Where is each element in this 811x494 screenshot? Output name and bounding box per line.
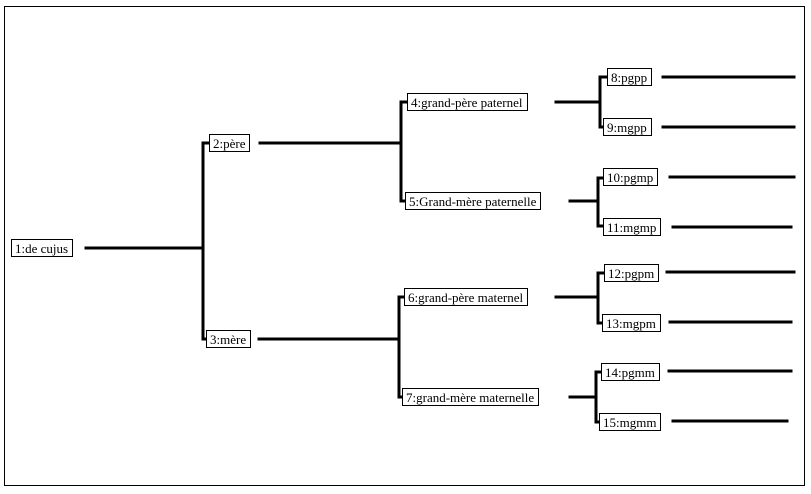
person-box-3: 3:mère bbox=[206, 330, 252, 348]
person-box-14: 14:pgmm bbox=[601, 363, 660, 381]
person-box-10: 10:pgmp bbox=[603, 168, 659, 186]
person-box-6: 6:grand-père maternel bbox=[404, 288, 529, 306]
person-box-9: 9:mgpp bbox=[603, 118, 652, 136]
person-box-2: 2:père bbox=[209, 134, 251, 152]
person-box-8: 8:pgpp bbox=[607, 68, 653, 86]
diagram-frame bbox=[4, 6, 805, 486]
person-box-12: 12:pgpm bbox=[604, 264, 660, 282]
person-box-4: 4:grand-père paternel bbox=[407, 93, 528, 111]
person-box-11: 11:mgmp bbox=[603, 218, 662, 236]
person-box-1: 1:de cujus bbox=[11, 239, 74, 257]
person-box-5: 5:Grand-mère paternelle bbox=[405, 192, 542, 210]
person-box-15: 15:mgmm bbox=[599, 413, 662, 431]
person-box-7: 7:grand-mère maternelle bbox=[402, 388, 540, 406]
person-box-13: 13:mgpm bbox=[602, 314, 661, 332]
